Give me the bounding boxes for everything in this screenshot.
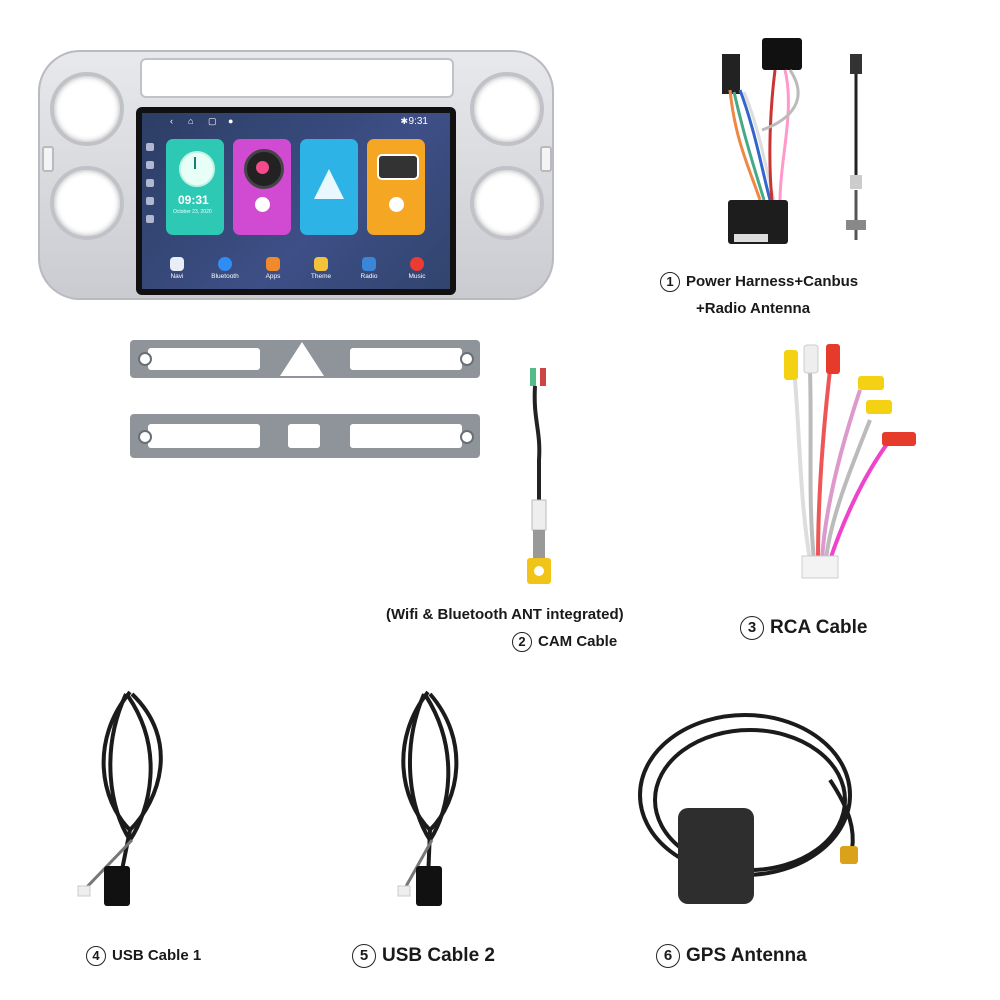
gps-antenna-illustration [638, 713, 858, 904]
radio-play-icon[interactable] [389, 197, 404, 212]
side-slot-right [540, 146, 552, 172]
navigation-card[interactable] [300, 139, 358, 235]
bracket-triangle [280, 342, 324, 376]
mounting-bracket-bottom [130, 412, 480, 464]
music-icon [410, 257, 424, 271]
side-back-icon[interactable] [146, 215, 154, 223]
dock-navi[interactable]: Navi [157, 257, 197, 280]
status-time: 9:31 [408, 116, 428, 127]
bluetooth-status-icon: ✱ [400, 116, 408, 126]
clock-card[interactable]: 09:31 October 23, 2020 [166, 139, 224, 235]
cam-cable-illustration [527, 368, 551, 584]
vinyl-label-icon [256, 161, 269, 174]
radio-card[interactable] [367, 139, 425, 235]
screw-hole-right [460, 352, 474, 366]
side-volume-up-icon[interactable] [146, 179, 154, 187]
screw-hole-left [138, 352, 152, 366]
vent-bottom-right [470, 166, 544, 240]
location-icon: ● [228, 116, 234, 126]
dock-bluetooth[interactable]: Bluetooth [205, 257, 245, 280]
clock-date: October 23, 2020 [173, 209, 212, 215]
back-icon[interactable]: ‹ [170, 116, 173, 126]
vent-top-left [50, 72, 124, 146]
status-bar: ‹ ⌂ ▢ ● ✱ 9:31 [142, 113, 450, 131]
dock-theme[interactable]: Theme [301, 257, 341, 280]
dock-music[interactable]: Music [397, 257, 437, 280]
bluetooth-icon [218, 257, 232, 271]
dock-apps[interactable]: Apps [253, 257, 293, 280]
nav-arrow-icon [314, 169, 344, 199]
recent-apps-icon[interactable]: ▢ [208, 116, 217, 126]
mounting-bracket-top [130, 336, 480, 384]
side-slot-left [42, 146, 54, 172]
usb-cable-2-illustration [397, 690, 459, 906]
rca-cable-illustration [784, 344, 916, 579]
top-slot [140, 58, 454, 98]
power-harness-illustration [722, 38, 866, 244]
music-card[interactable] [233, 139, 291, 235]
side-home-icon[interactable] [146, 143, 154, 151]
android-display: ‹ ⌂ ▢ ● ✱ 9:31 09:31 October 23, 2020 [142, 113, 450, 289]
screw-hole-right [460, 430, 474, 444]
side-volume-down-icon[interactable] [146, 197, 154, 205]
side-power-icon[interactable] [146, 161, 154, 169]
radio-icon [362, 257, 376, 271]
cam-note: (Wifi & Bluetooth ANT integrated) [386, 606, 624, 623]
clock-hand-icon [194, 157, 196, 169]
bracket-square-hole [288, 424, 320, 448]
clock-time: 09:31 [178, 193, 209, 207]
apps-icon [266, 257, 280, 271]
radio-dial-icon [377, 154, 419, 180]
dock-radio[interactable]: Radio [349, 257, 389, 280]
vent-bottom-left [50, 166, 124, 240]
navi-icon [170, 257, 184, 271]
home-icon[interactable]: ⌂ [188, 116, 194, 126]
theme-icon [314, 257, 328, 271]
vent-top-right [470, 72, 544, 146]
play-icon[interactable] [255, 197, 270, 212]
clock-face-icon [179, 151, 215, 187]
screw-hole-left [138, 430, 152, 444]
harness-label-line2: +Radio Antenna [696, 300, 811, 317]
usb-cable-1-illustration [77, 690, 163, 906]
